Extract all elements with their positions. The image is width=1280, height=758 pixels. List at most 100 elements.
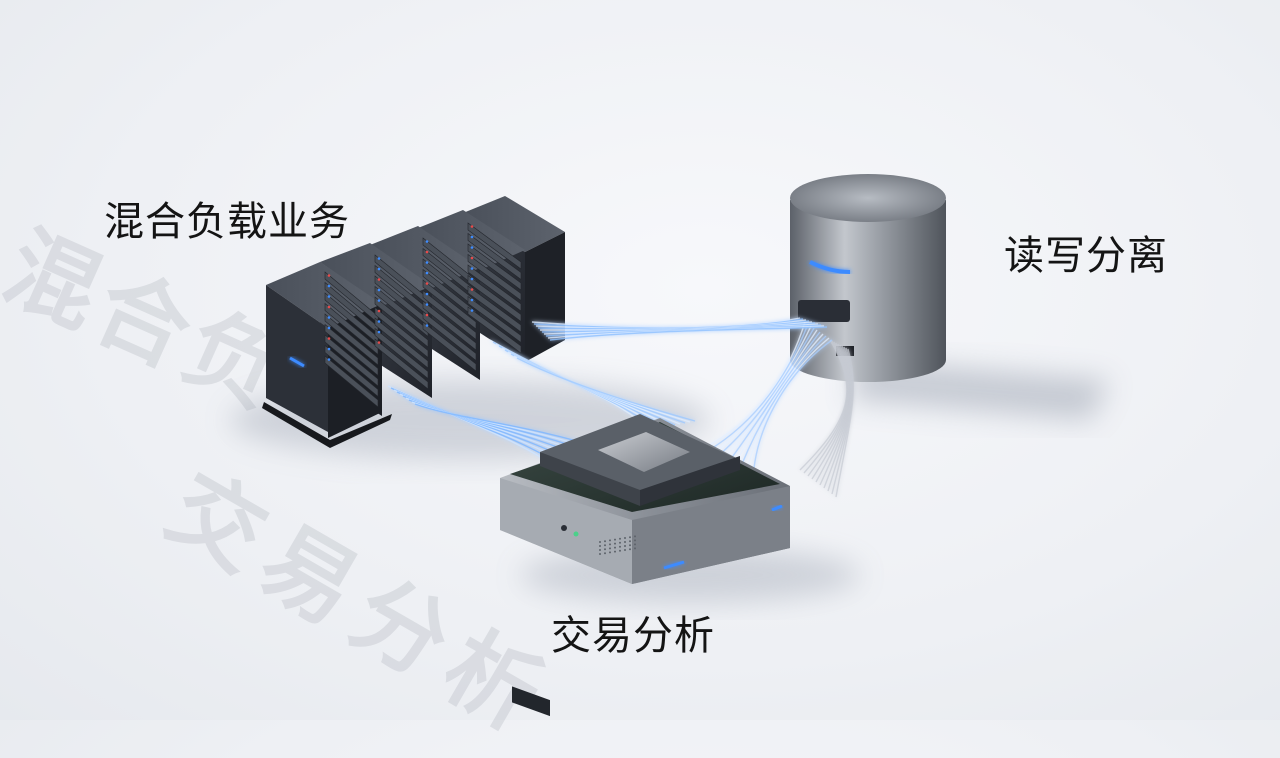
diagram-scene bbox=[230, 174, 1110, 717]
fiber-cable bbox=[705, 323, 809, 453]
drive-led bbox=[425, 292, 429, 296]
drive-led bbox=[470, 235, 474, 239]
vent-hole bbox=[624, 549, 626, 551]
database-stack bbox=[790, 174, 946, 382]
drive-bay bbox=[324, 302, 379, 356]
drive-led bbox=[470, 298, 474, 302]
drive-led bbox=[327, 295, 331, 298]
fiber-cable bbox=[799, 339, 848, 471]
vent-hole bbox=[634, 535, 636, 538]
drive-bay bbox=[467, 285, 522, 333]
fiber-cable bbox=[811, 342, 850, 480]
db-status-light bbox=[809, 260, 851, 274]
fiber-cable bbox=[549, 326, 828, 341]
label-read-write-split: 读写分离 bbox=[1004, 233, 1168, 279]
fiber-cable bbox=[815, 343, 851, 483]
drive-bay bbox=[324, 334, 379, 387]
vent-hole bbox=[624, 537, 626, 539]
fiber-cable bbox=[516, 357, 696, 422]
drive-led bbox=[470, 277, 474, 281]
vent-hole bbox=[599, 541, 601, 543]
drive-bay bbox=[324, 313, 379, 366]
device-port bbox=[512, 686, 550, 717]
fiber-cable bbox=[819, 344, 852, 486]
drive-led bbox=[425, 313, 429, 317]
server-rack-group bbox=[262, 196, 565, 448]
drive-led bbox=[377, 267, 381, 271]
drive-bay bbox=[374, 285, 429, 338]
drive-bay bbox=[422, 300, 477, 351]
fiber-cable bbox=[699, 321, 806, 451]
drive-bay bbox=[374, 338, 429, 390]
drive-bay bbox=[467, 264, 522, 312]
drive-bay bbox=[467, 306, 522, 354]
vent-hole bbox=[614, 546, 616, 549]
drive-led bbox=[425, 303, 429, 306]
vent-hole bbox=[609, 543, 611, 546]
rack-drive-bays bbox=[324, 222, 522, 408]
vent-hole bbox=[619, 537, 621, 540]
fiber-cable bbox=[807, 341, 849, 477]
drive-bay bbox=[422, 321, 477, 372]
drive-led bbox=[327, 274, 331, 277]
drive-led bbox=[377, 288, 381, 292]
vent-hole bbox=[624, 541, 626, 543]
drive-led bbox=[327, 316, 331, 319]
vent-hole bbox=[619, 549, 621, 552]
fiber-cable bbox=[835, 348, 855, 498]
drive-led bbox=[470, 256, 474, 260]
drive-led bbox=[425, 324, 429, 327]
drive-led bbox=[377, 257, 381, 260]
fiber-cable bbox=[729, 331, 821, 461]
drive-led bbox=[470, 309, 474, 312]
db-port-panel bbox=[798, 300, 850, 322]
drive-led bbox=[425, 282, 429, 285]
vent-hole bbox=[614, 542, 616, 545]
device-power-button bbox=[561, 525, 567, 531]
vent-hole bbox=[634, 547, 636, 550]
drive-led bbox=[327, 347, 331, 351]
drive-bay bbox=[467, 274, 522, 323]
drive-bay bbox=[374, 296, 429, 348]
processor-chip bbox=[598, 432, 690, 472]
vent-hole bbox=[609, 551, 611, 554]
vent-hole bbox=[614, 538, 616, 541]
drive-led bbox=[377, 278, 381, 281]
drive-led bbox=[377, 330, 381, 334]
fiber-cable bbox=[827, 346, 853, 492]
drive-led bbox=[377, 320, 381, 323]
drive-led bbox=[425, 271, 429, 275]
drive-led bbox=[327, 305, 331, 309]
device-blue-light bbox=[663, 560, 685, 570]
drive-bay bbox=[467, 243, 522, 291]
drive-bay bbox=[324, 344, 379, 398]
drive-bay bbox=[324, 323, 379, 377]
fiber-cable bbox=[723, 329, 818, 459]
drive-bay bbox=[467, 222, 522, 270]
drive-led bbox=[377, 341, 381, 344]
drive-led bbox=[327, 326, 331, 330]
drive-led bbox=[470, 246, 474, 249]
drive-bay bbox=[324, 355, 379, 408]
drive-bay bbox=[422, 310, 477, 362]
fiber-cable bbox=[735, 333, 824, 463]
drive-led bbox=[377, 309, 381, 313]
vent-hole bbox=[599, 549, 601, 551]
vent-hole bbox=[624, 545, 626, 547]
drive-bay bbox=[422, 279, 477, 330]
drive-bay bbox=[467, 295, 522, 344]
vent-hole bbox=[634, 543, 636, 546]
fiber-cable bbox=[711, 325, 812, 455]
drive-led bbox=[425, 240, 429, 243]
vent-hole bbox=[604, 540, 606, 543]
vent-hole bbox=[634, 539, 636, 542]
vent-hole bbox=[599, 553, 601, 555]
vent-hole bbox=[604, 552, 606, 555]
drive-led bbox=[327, 358, 331, 361]
vent-hole bbox=[614, 550, 616, 553]
drive-led bbox=[470, 288, 474, 291]
drive-led bbox=[327, 284, 331, 288]
drive-bay bbox=[467, 253, 522, 302]
drive-led bbox=[425, 250, 429, 254]
device-vent bbox=[599, 535, 636, 555]
